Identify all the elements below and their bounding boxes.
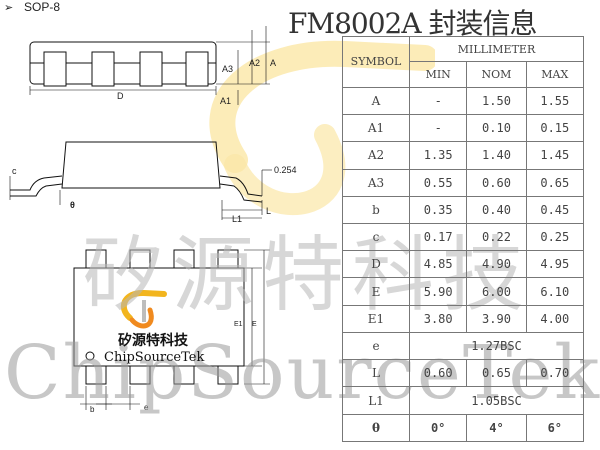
symbol-cell: L: [342, 359, 410, 388]
value-cell: 0.65: [466, 359, 527, 388]
dim-label-0254: 0.254: [274, 165, 297, 175]
column-header: MIN: [408, 61, 468, 88]
value-cell: 4.95: [525, 250, 585, 279]
bullet-arrow-icon: ➢: [4, 1, 14, 14]
value-cell: 0.45: [525, 195, 585, 225]
symbol-cell: A1: [342, 114, 410, 143]
symbol-cell: E1: [342, 304, 410, 333]
package-drawing: A3 A2 A A1 D c 0.254 θ L L1: [9, 26, 297, 414]
value-cell: 1.40: [466, 141, 527, 170]
value-cell: 0.60: [466, 168, 527, 197]
value-cell: -: [408, 114, 468, 143]
logo-text-cn: 矽源特科技: [118, 333, 188, 349]
value-cell: 0.40: [466, 195, 527, 225]
value-cell: 4.85: [408, 250, 468, 279]
symbol-cell: E: [342, 277, 410, 306]
end-view: [9, 141, 272, 220]
value-cell: 1.55: [525, 86, 585, 116]
value-cell: 1.35: [408, 141, 468, 170]
value-cell: 4.90: [466, 250, 527, 279]
value-cell: 1.45: [525, 141, 585, 170]
symbol-cell: c: [342, 223, 410, 252]
value-cell: 0.22: [466, 223, 527, 252]
column-header: NOM: [466, 61, 527, 88]
symbol-header: SYMBOL: [342, 36, 410, 88]
dim-label-a1: A1: [220, 96, 231, 106]
value-cell: 0.15: [525, 114, 585, 143]
value-cell: 4°: [466, 413, 527, 443]
dim-label-theta: θ: [70, 200, 75, 210]
table-subheader-row: MIN NOM MAX: [343, 61, 585, 88]
column-header: MAX: [525, 61, 585, 88]
value-cell: 0.17: [408, 223, 468, 252]
value-cell: 0°: [408, 413, 468, 443]
value-cell: 0.10: [466, 114, 527, 143]
symbol-cell: L1: [342, 386, 410, 415]
value-cell: 0.25: [525, 223, 585, 252]
dim-label-a: A: [270, 58, 276, 68]
value-cell: 3.80: [408, 304, 468, 333]
value-cell: 1.05BSC: [409, 386, 584, 415]
value-cell: 1.50: [466, 86, 527, 116]
dim-label-e1: E1: [234, 321, 243, 328]
symbol-cell: e: [342, 331, 410, 361]
value-cell: 4.00: [525, 304, 585, 333]
dim-label-d: D: [117, 91, 124, 101]
symbol-cell: D: [342, 250, 410, 279]
dim-label-l1: L1: [232, 214, 242, 224]
value-cell: 3.90: [466, 304, 527, 333]
value-cell: 0.70: [525, 359, 585, 388]
value-cell: 5.90: [408, 277, 468, 306]
top-view: [73, 249, 270, 410]
value-cell: 0.65: [525, 168, 585, 197]
symbol-cell: A: [342, 86, 410, 116]
symbol-cell: A3: [342, 168, 410, 197]
dim-label-a3: A3: [222, 64, 233, 74]
dim-label-e: E: [252, 321, 257, 328]
table-header-row: SYMBOL MILLIMETER: [342, 35, 584, 88]
logo-text-en: ChipSourceTek: [104, 350, 205, 365]
package-name: SOP-8: [24, 0, 61, 14]
dim-label-e-pitch: e: [144, 403, 149, 412]
unit-header: MILLIMETER: [409, 35, 584, 63]
side-view: [29, 26, 270, 105]
symbol-cell: A2: [342, 141, 410, 170]
value-cell: 6°: [525, 413, 585, 443]
value-cell: 0.60: [408, 359, 468, 388]
symbol-cell: b: [342, 195, 410, 225]
value-cell: 6.00: [466, 277, 527, 306]
value-cell: 1.27BSC: [409, 331, 584, 361]
value-cell: 6.10: [525, 277, 585, 306]
dim-label-b: b: [90, 405, 95, 414]
page-title: FM8002A 封装信息: [288, 7, 537, 40]
value-cell: -: [408, 86, 468, 116]
dim-label-c: c: [12, 166, 17, 176]
symbol-cell: θ: [342, 413, 410, 443]
company-logo-icon: [120, 290, 167, 329]
dim-label-a2: A2: [249, 58, 260, 68]
value-cell: 0.35: [408, 195, 468, 225]
dim-label-l: L: [266, 206, 271, 216]
watermark-swoosh: [209, 40, 435, 216]
value-cell: 0.55: [408, 168, 468, 197]
